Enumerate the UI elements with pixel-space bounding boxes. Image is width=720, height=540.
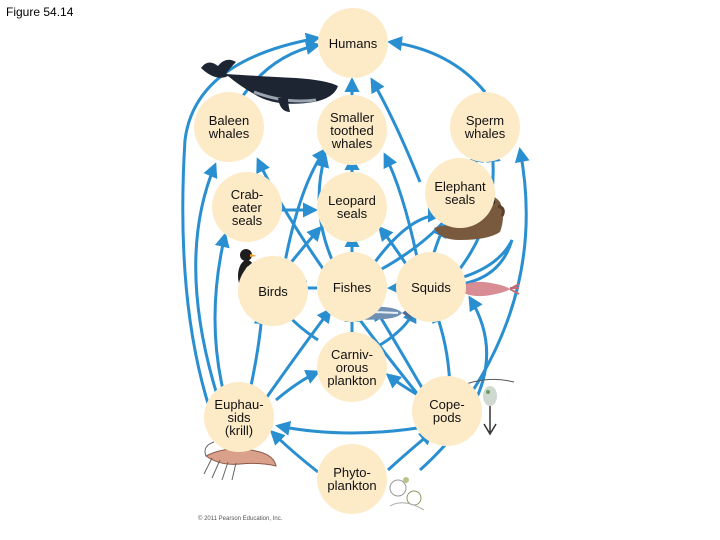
arrow-krill-to-fishes <box>260 307 332 405</box>
copepod-icon <box>465 378 515 436</box>
arrow-sperm-to-humans <box>387 36 487 93</box>
node-copepods: Cope- pods <box>412 376 482 446</box>
node-smaller-toothed-whales: Smaller toothed whales <box>317 95 387 165</box>
whale-icon <box>201 59 338 112</box>
node-baleen-whales: Baleen whales <box>194 92 264 162</box>
arrow-krill-to-carniv <box>275 370 321 402</box>
node-phytoplankton: Phyto- plankton <box>317 444 387 514</box>
arrow-krill-to-humans-left <box>181 32 321 411</box>
node-euphausids: Euphau- sids (krill) <box>204 382 274 452</box>
node-crabeater-seals: Crab- eater seals <box>212 172 282 242</box>
node-leopard-seals: Leopard seals <box>317 172 387 242</box>
node-humans: Humans <box>318 8 388 78</box>
node-squids: Squids <box>396 252 466 322</box>
node-fishes: Fishes <box>317 252 387 322</box>
copyright-note: © 2011 Pearson Education, Inc. <box>198 516 283 522</box>
arrow-copepods-to-krill <box>275 420 431 436</box>
node-sperm-whales: Sperm whales <box>450 92 520 162</box>
node-carnivorous-plankton: Carniv- orous plankton <box>317 332 387 402</box>
arrow-krill-to-crabeater <box>213 232 230 399</box>
node-elephant-seals: Elephant seals <box>425 158 495 228</box>
plankton-icon <box>389 477 425 511</box>
arrow-elephant-to-humans <box>370 77 422 183</box>
figure-label: Figure 54.14 <box>6 5 74 19</box>
node-birds: Birds <box>238 256 308 326</box>
arrow-phyto-to-squid-right <box>418 295 489 472</box>
arrow-baleen-to-humans <box>238 40 321 101</box>
arrow-krill-to-baleen <box>194 162 220 399</box>
squid-icon <box>458 281 520 297</box>
